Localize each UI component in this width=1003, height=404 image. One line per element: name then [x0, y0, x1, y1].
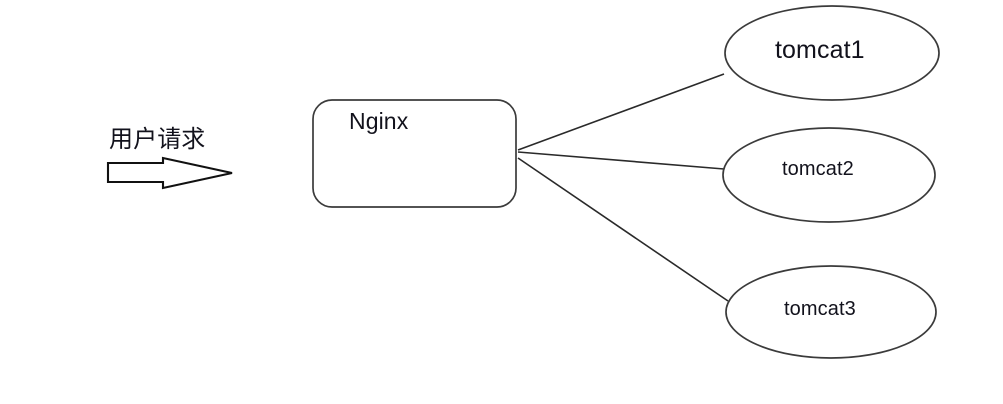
tomcat3-node-label: tomcat3: [784, 298, 856, 320]
tomcat2-node[interactable]: [722, 127, 936, 223]
user-request-arrow-icon: [106, 156, 233, 190]
connector-nginx-tomcat3: [517, 157, 729, 302]
connector-nginx-tomcat1: [517, 73, 725, 151]
tomcat1-node[interactable]: [724, 5, 940, 101]
tomcat3-node[interactable]: [725, 265, 937, 359]
nginx-node[interactable]: [312, 99, 517, 208]
connector-nginx-tomcat2: [517, 151, 725, 170]
user-request-label: 用户请求: [109, 125, 206, 153]
nginx-node-label: Nginx: [349, 108, 409, 134]
tomcat2-node-label: tomcat2: [782, 158, 854, 180]
tomcat1-node-label: tomcat1: [775, 36, 865, 64]
